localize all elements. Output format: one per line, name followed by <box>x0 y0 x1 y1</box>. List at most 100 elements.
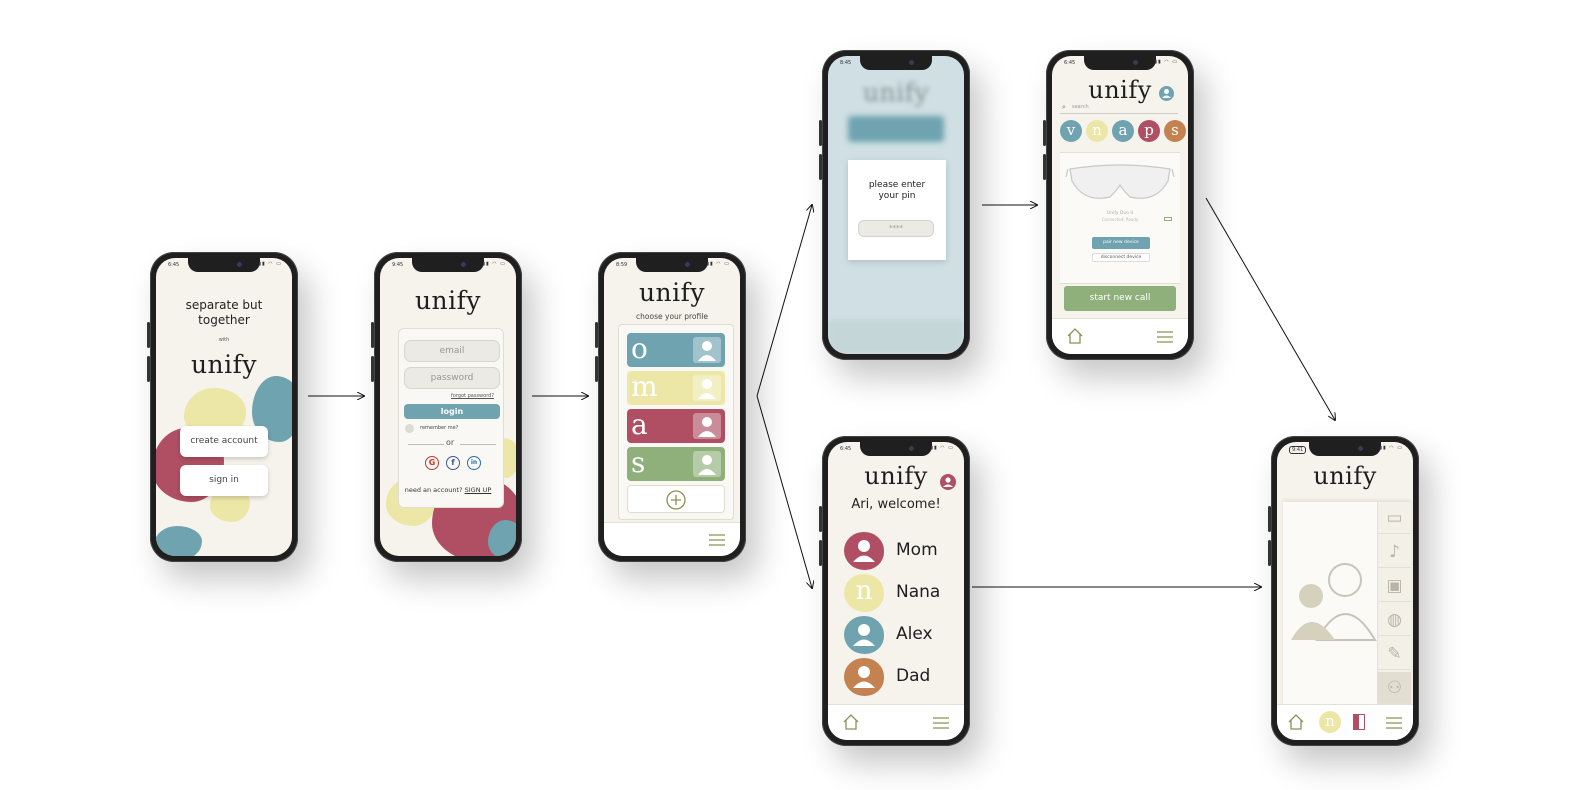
hamburger-icon[interactable] <box>932 716 950 730</box>
profile-panel: o m a s <box>618 324 734 520</box>
story-s[interactable]: s <box>1164 120 1186 142</box>
google-icon[interactable]: G <box>425 456 439 470</box>
pin-prompt: please enter your pin <box>868 180 926 201</box>
account-icon[interactable] <box>940 474 956 490</box>
music-note-icon[interactable]: ♪ <box>1378 536 1411 568</box>
hamburger-icon[interactable] <box>708 533 726 547</box>
start-call-button[interactable]: start new call <box>1064 286 1176 311</box>
splash-screen: 6:45 ▮▮ ◠ ▭ separate but together with u… <box>156 258 292 556</box>
add-profile-button[interactable] <box>627 485 725 513</box>
home-icon[interactable] <box>1287 713 1305 731</box>
status-icons: ▮▮ ◠ ▭ <box>1379 445 1403 451</box>
contact-dad[interactable]: Dad <box>844 658 964 698</box>
user-avatar-icon <box>844 532 884 570</box>
baseball-icon[interactable]: ◍ <box>1378 604 1411 636</box>
profile-letter: m <box>631 370 658 403</box>
paintbrush-icon[interactable]: ✎ <box>1378 638 1411 670</box>
contact-alex[interactable]: Alex <box>844 616 964 656</box>
participants-icon <box>1291 563 1377 641</box>
search-field[interactable]: ⌕ search <box>1060 103 1178 114</box>
home-icon[interactable] <box>1066 327 1084 345</box>
signup-row: need an account? SIGN UP <box>380 486 516 494</box>
remember-checkbox[interactable] <box>405 424 414 433</box>
plus-circle-icon <box>666 490 686 510</box>
divider-right <box>460 444 496 445</box>
app-logo: unify <box>414 286 482 315</box>
hamburger-icon[interactable] <box>1156 330 1174 344</box>
app-logo: unify <box>1088 76 1152 104</box>
login-screen: 9:45 ▮▮ ◠ ▭ unify email password forgot … <box>380 258 516 556</box>
pin-screen: 8:45 unify please enter your pin **** <box>828 56 964 354</box>
disconnect-device-button[interactable]: disconnect device <box>1092 253 1150 262</box>
profile-a[interactable]: a <box>627 408 725 443</box>
people-icon[interactable]: ⚇ <box>1378 672 1411 704</box>
sign-in-button[interactable]: sign in <box>180 465 268 496</box>
blob-teal <box>488 520 516 556</box>
initial-avatar: n <box>844 574 884 612</box>
bottom-nav <box>1052 318 1188 354</box>
user-avatar-icon <box>693 337 721 363</box>
contact-name: Nana <box>896 582 941 602</box>
device-screen: 6:45 ▮▮ ◠ ▭ unify ⌕ search v n a p s Uni… <box>1052 56 1188 354</box>
blob-teal-bottom <box>156 526 202 556</box>
contact-name: Alex <box>896 624 933 644</box>
profile-letter: a <box>631 408 648 441</box>
password-field[interactable]: password <box>404 367 500 389</box>
story-a[interactable]: a <box>1112 120 1134 142</box>
notch <box>1084 56 1156 70</box>
profile-s[interactable]: s <box>627 446 725 481</box>
email-field[interactable]: email <box>404 340 500 362</box>
device-card: Unify Duo II Connected: Ready pair new d… <box>1060 152 1180 284</box>
story-v[interactable]: v <box>1060 120 1082 142</box>
arrow-5-7 <box>1205 197 1335 420</box>
status-icons: ▮▮ ◠ ▭ <box>706 261 730 267</box>
bottom-nav <box>604 522 740 556</box>
phone-call: 9:41 ▮▮ ◠ ▭ unify ▭ ♪ ▣ ◍ ✎ ⚇ n <box>1268 436 1419 746</box>
profile-m[interactable]: m <box>627 370 725 405</box>
profile-badge[interactable]: n <box>1319 711 1341 733</box>
battery-icon <box>1164 217 1172 221</box>
book-icon[interactable]: ▭ <box>1378 502 1411 534</box>
phone-splash: 6:45 ▮▮ ◠ ▭ separate but together with u… <box>147 252 298 562</box>
choose-profile-subtitle: choose your profile <box>636 312 708 321</box>
call-panel: ▭ ♪ ▣ ◍ ✎ ⚇ <box>1283 502 1411 710</box>
signup-link[interactable]: SIGN UP <box>464 486 492 494</box>
login-button[interactable]: login <box>404 404 500 419</box>
divider-left <box>408 444 444 445</box>
status-time: 9:41 <box>1289 446 1307 454</box>
user-avatar-icon <box>844 658 884 696</box>
app-logo: unify <box>864 462 928 490</box>
with-label: with <box>218 337 230 343</box>
hamburger-icon[interactable] <box>1385 716 1403 730</box>
profile-letter: o <box>631 332 648 365</box>
user-avatar-icon <box>844 616 884 654</box>
profile-o[interactable]: o <box>627 332 725 367</box>
story-row: v n a p s <box>1060 120 1186 144</box>
create-account-button[interactable]: create account <box>180 426 268 457</box>
facebook-icon[interactable]: f <box>446 456 460 470</box>
bottom-nav <box>828 704 964 740</box>
account-icon[interactable] <box>1159 86 1174 101</box>
user-avatar-icon <box>693 451 721 477</box>
notch <box>188 258 260 272</box>
tagline: separate but together <box>185 298 263 327</box>
status-time: 8:59 <box>616 262 628 268</box>
forgot-password-link[interactable]: forgot password? <box>451 393 494 399</box>
notch <box>860 56 932 70</box>
home-icon[interactable] <box>842 713 860 731</box>
pair-device-button[interactable]: pair new device <box>1092 237 1150 249</box>
linkedin-icon[interactable]: in <box>467 456 481 470</box>
story-n[interactable]: n <box>1086 120 1108 142</box>
exit-door-icon[interactable] <box>1353 714 1365 730</box>
user-avatar-icon <box>693 413 721 439</box>
pin-input[interactable]: **** <box>858 220 934 237</box>
notch <box>1309 442 1381 456</box>
contact-mom[interactable]: Mom <box>844 532 964 572</box>
notch <box>636 258 708 272</box>
story-p[interactable]: p <box>1138 120 1160 142</box>
status-time: 8:45 <box>840 60 852 66</box>
app-logo: unify <box>190 350 258 379</box>
contact-nana[interactable]: n Nana <box>844 574 964 614</box>
gift-box-icon[interactable]: ▣ <box>1378 570 1411 602</box>
device-name: Unify Duo II <box>1106 211 1134 216</box>
